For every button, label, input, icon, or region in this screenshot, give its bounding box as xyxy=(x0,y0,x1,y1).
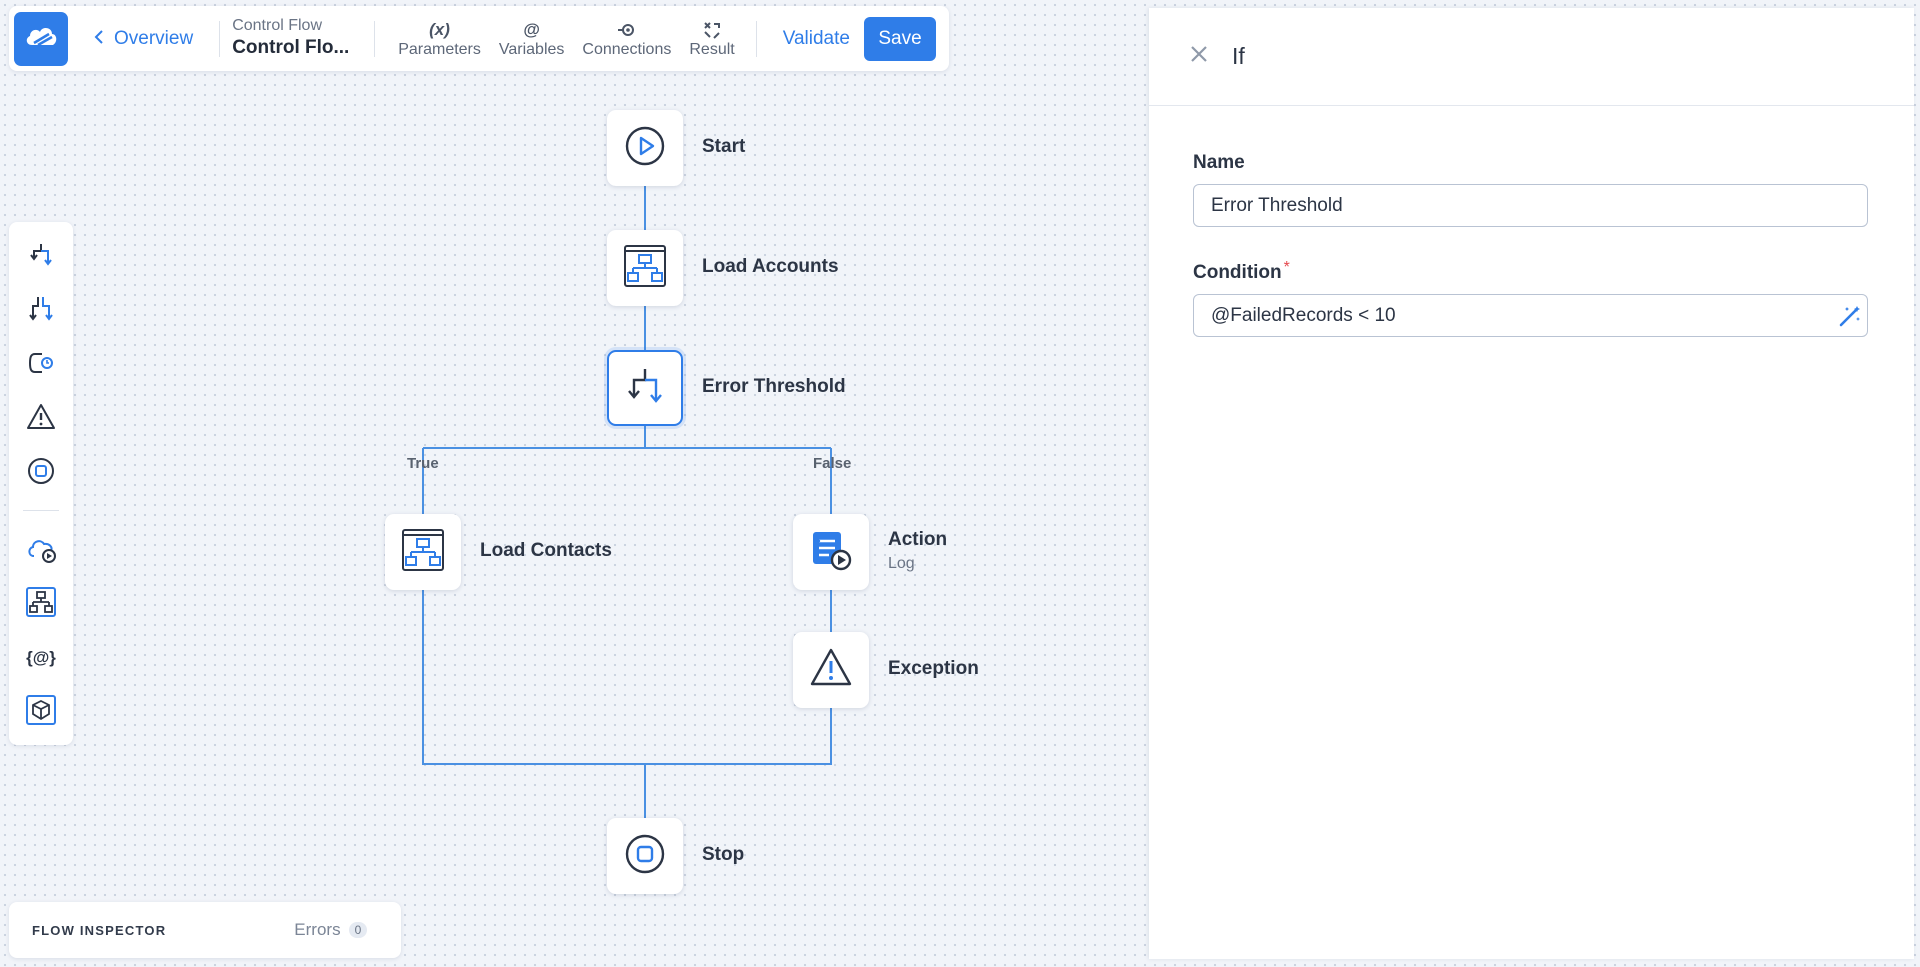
flow-inspector-bar[interactable]: FLOW INSPECTOR Errors 0 xyxy=(9,902,401,958)
node-load-accounts[interactable] xyxy=(607,230,683,306)
loop-icon xyxy=(26,348,56,383)
node-load-contacts-label: Load Contacts xyxy=(480,540,612,561)
properties-panel: If Name Condition* xyxy=(1149,8,1914,959)
node-start[interactable] xyxy=(607,110,683,186)
node-action-label: Action xyxy=(888,529,948,550)
name-input[interactable] xyxy=(1193,184,1868,227)
node-load-accounts-label: Load Accounts xyxy=(702,256,839,277)
flow-inspector-label: FLOW INSPECTOR xyxy=(32,922,167,938)
app-logo[interactable] xyxy=(14,11,68,66)
close-icon xyxy=(1190,45,1208,68)
condition-field-label: Condition* xyxy=(1193,259,1290,284)
package-icon xyxy=(25,694,57,731)
node-exception[interactable] xyxy=(793,632,869,708)
palette-loop[interactable] xyxy=(23,347,59,383)
palette-exception[interactable] xyxy=(23,401,59,437)
top-toolbar: Overview Control Flow Control Flo... (x)… xyxy=(9,6,949,71)
cloud-action-icon xyxy=(25,534,57,569)
variables-label: Variables xyxy=(498,40,565,58)
palette-cloud-action[interactable] xyxy=(23,533,59,569)
flow-edges xyxy=(422,186,832,818)
panel-header: If xyxy=(1149,8,1914,106)
condition-label-text: Condition xyxy=(1193,262,1282,283)
back-to-overview-link[interactable]: Overview xyxy=(94,19,193,59)
magic-wand-icon xyxy=(1838,304,1862,333)
palette-import[interactable] xyxy=(23,586,59,622)
branch-true-label: True xyxy=(407,455,439,472)
flow-title[interactable]: Control Flo... xyxy=(232,37,350,58)
result-icon xyxy=(701,19,723,41)
component-palette: {@} xyxy=(9,222,73,745)
node-load-contacts[interactable] xyxy=(385,514,461,590)
condition-input[interactable] xyxy=(1193,294,1868,337)
stop-icon xyxy=(624,833,666,880)
node-error-threshold-label: Error Threshold xyxy=(702,376,846,397)
errors-toggle[interactable]: Errors 0 xyxy=(294,920,368,940)
name-field-label: Name xyxy=(1193,152,1245,173)
log-icon xyxy=(809,528,853,577)
toolbar-divider xyxy=(755,20,757,57)
connections-label: Connections xyxy=(582,40,672,58)
palette-variable[interactable]: {@} xyxy=(23,640,59,676)
hierarchy-icon xyxy=(400,527,446,578)
connections-icon xyxy=(616,19,638,41)
warning-icon xyxy=(809,646,853,695)
errors-label: Errors xyxy=(294,920,341,939)
node-exception-label: Exception xyxy=(888,658,979,679)
palette-stop[interactable] xyxy=(23,455,59,491)
stop-icon xyxy=(26,456,56,491)
variables-button[interactable]: @ Variables xyxy=(490,14,574,64)
import-icon xyxy=(25,586,57,623)
node-stop-label: Stop xyxy=(702,844,745,865)
errors-count-badge: 0 xyxy=(348,922,368,938)
required-marker: * xyxy=(1283,259,1290,276)
toolbar-tools: (x) Parameters @ Variables Connections R… xyxy=(389,14,744,64)
connections-button[interactable]: Connections xyxy=(573,14,680,64)
result-label: Result xyxy=(689,40,735,58)
hierarchy-icon xyxy=(622,243,668,294)
close-panel-button[interactable] xyxy=(1187,45,1211,69)
expression-builder-button[interactable] xyxy=(1836,304,1864,332)
parameters-label: Parameters xyxy=(398,40,481,58)
branch-icon xyxy=(26,294,56,329)
panel-title: If xyxy=(1232,43,1245,69)
play-icon xyxy=(624,125,666,172)
palette-package[interactable] xyxy=(23,694,59,730)
parameters-icon: (x) xyxy=(429,19,450,39)
palette-branch[interactable] xyxy=(23,293,59,329)
node-start-label: Start xyxy=(702,136,746,157)
if-icon xyxy=(26,240,56,275)
node-error-threshold[interactable] xyxy=(607,350,683,426)
variable-icon: {@} xyxy=(26,648,56,667)
if-icon xyxy=(622,363,668,414)
node-action-log[interactable] xyxy=(793,514,869,590)
validate-button[interactable]: Validate xyxy=(782,27,850,49)
breadcrumb-parent: Control Flow xyxy=(232,17,322,34)
exception-icon xyxy=(26,402,56,437)
node-stop[interactable] xyxy=(607,818,683,894)
result-button[interactable]: Result xyxy=(680,14,743,64)
save-button[interactable]: Save xyxy=(863,16,936,61)
parameters-button[interactable]: (x) Parameters xyxy=(389,14,490,64)
variables-icon: @ xyxy=(523,19,540,39)
toolbar-divider xyxy=(219,20,221,57)
node-action-sublabel: Log xyxy=(888,555,915,572)
cloud-logo-icon xyxy=(23,21,59,56)
branch-false-label: False xyxy=(813,455,852,472)
toolbar-divider xyxy=(374,20,376,57)
palette-if[interactable] xyxy=(23,239,59,275)
back-link-label: Overview xyxy=(114,27,194,49)
palette-divider xyxy=(23,510,59,511)
breadcrumb: Control Flow Control Flo... xyxy=(232,17,350,60)
chevron-left-icon xyxy=(94,28,114,50)
